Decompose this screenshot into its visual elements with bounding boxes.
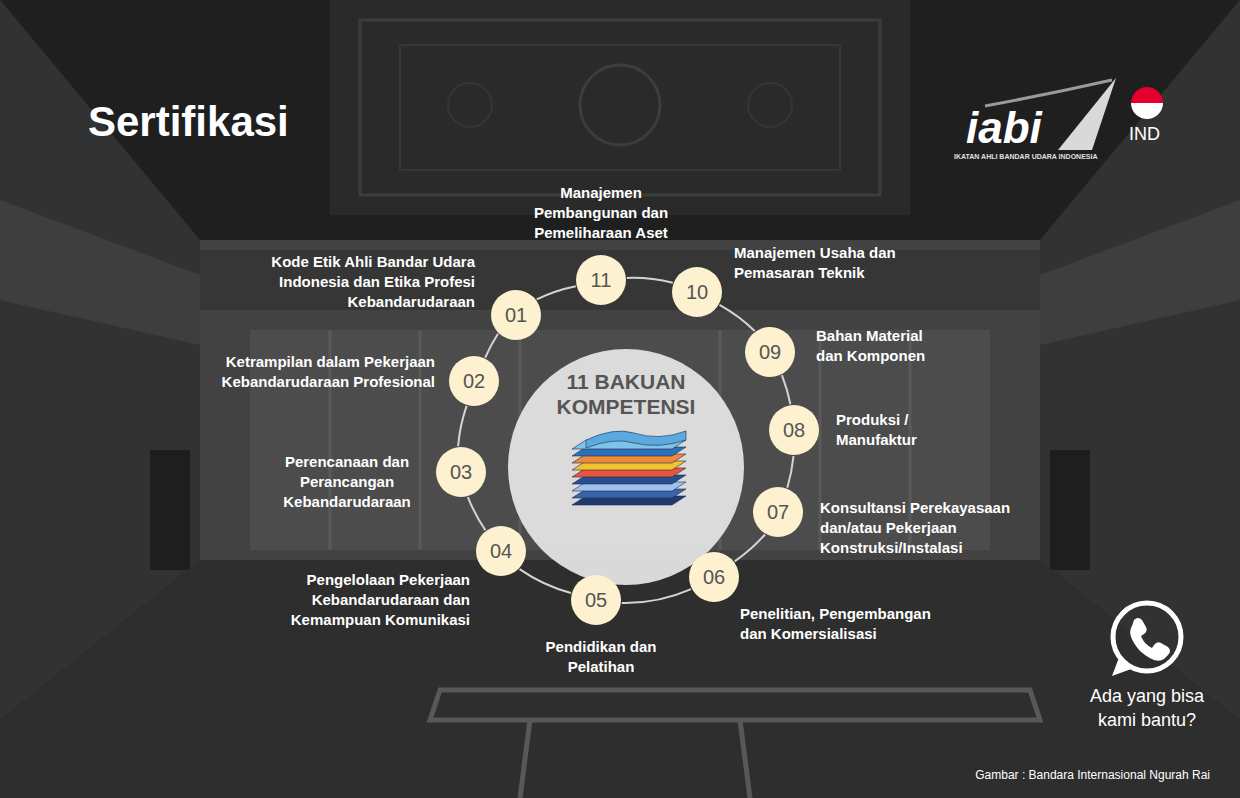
competency-label: Ketrampilan dalam Pekerjaan Kebandarudar… [205,352,435,392]
callout-number: 05 [571,575,621,625]
callout-number: 01 [491,290,541,340]
competency-label: Produksi / Manufaktur [836,410,946,450]
competency-label: Manajemen Usaha dan Pemasaran Teknik [734,243,934,283]
number-circle: 05Pendidikan dan Pelatihan [571,575,621,625]
number-circle: 10Manajemen Usaha dan Pemasaran Teknik [672,267,722,317]
ring-arc [485,334,498,358]
image-caption: Gambar : Bandara Internasional Ngurah Ra… [975,767,1210,783]
callout-number: 08 [769,405,819,455]
ring-arc [468,497,486,530]
language-code: IND [1129,123,1160,145]
ring-arc [787,456,793,488]
ring-arc [537,286,576,299]
competency-label: Perencanaan dan Perancangan Kebandarudar… [267,452,427,512]
logo-subtitle: IKATAN AHLI BANDAR UDARA INDONESIA [954,152,1098,161]
page-title: Sertifikasi [88,96,289,148]
number-circle: 01Kode Etik Ahli Bandar Udara Indonesia … [491,290,541,340]
number-circle: 03Perencanaan dan Perancangan Kebandarud… [436,447,486,497]
callout-number: 04 [476,526,526,576]
number-circle: 09Bahan Material dan Komponen [745,327,795,377]
number-circle: 11Manajemen Pembangunan dan Pemeliharaan… [576,255,626,305]
competency-label: Kode Etik Ahli Bandar Udara Indonesia da… [245,252,475,312]
ring-arc [720,305,755,331]
ring-arc [622,589,691,603]
ring-arc [520,569,571,593]
number-circle: 02Ketrampilan dalam Pekerjaan Kebandarud… [449,356,499,406]
logo-text: iabi [966,104,1042,152]
number-circle: 08Produksi / Manufaktur [769,405,819,455]
callout-number: 03 [436,447,486,497]
number-circle: 04Pengelolaan Pekerjaan Kebandarudaraan … [476,526,526,576]
number-circle: 07Konsultansi Perekayasaan dan/atau Peke… [753,487,803,537]
ring-arc [735,535,765,562]
competency-label: Konsultansi Perekayasaan dan/atau Pekerj… [820,498,1040,558]
layers-icon [564,421,694,513]
ring-arc [458,406,467,446]
competency-label: Bahan Material dan Komponen [816,326,946,366]
callout-number: 10 [672,267,722,317]
number-circle: 06Penelitian, Pengembangan dan Komersial… [689,552,739,602]
center-title: 11 BAKUAN KOMPETENSI [541,369,711,419]
competency-label: Pengelolaan Pekerjaan Kebandarudaraan da… [270,570,470,630]
ring-arc [782,375,791,404]
competency-label: Pendidikan dan Pelatihan [536,637,666,677]
ring-arc [627,278,673,283]
callout-number: 06 [689,552,739,602]
center-circle: 11 BAKUAN KOMPETENSI [508,349,744,585]
callout-number: 11 [576,255,626,305]
help-text: Ada yang bisa kami bantu? [1076,684,1218,732]
competency-label: Manajemen Pembangunan dan Pemeliharaan A… [521,183,681,243]
callout-number: 07 [753,487,803,537]
callout-number: 02 [449,356,499,406]
callout-number: 09 [745,327,795,377]
competency-label: Penelitian, Pengembangan dan Komersialis… [740,604,950,644]
